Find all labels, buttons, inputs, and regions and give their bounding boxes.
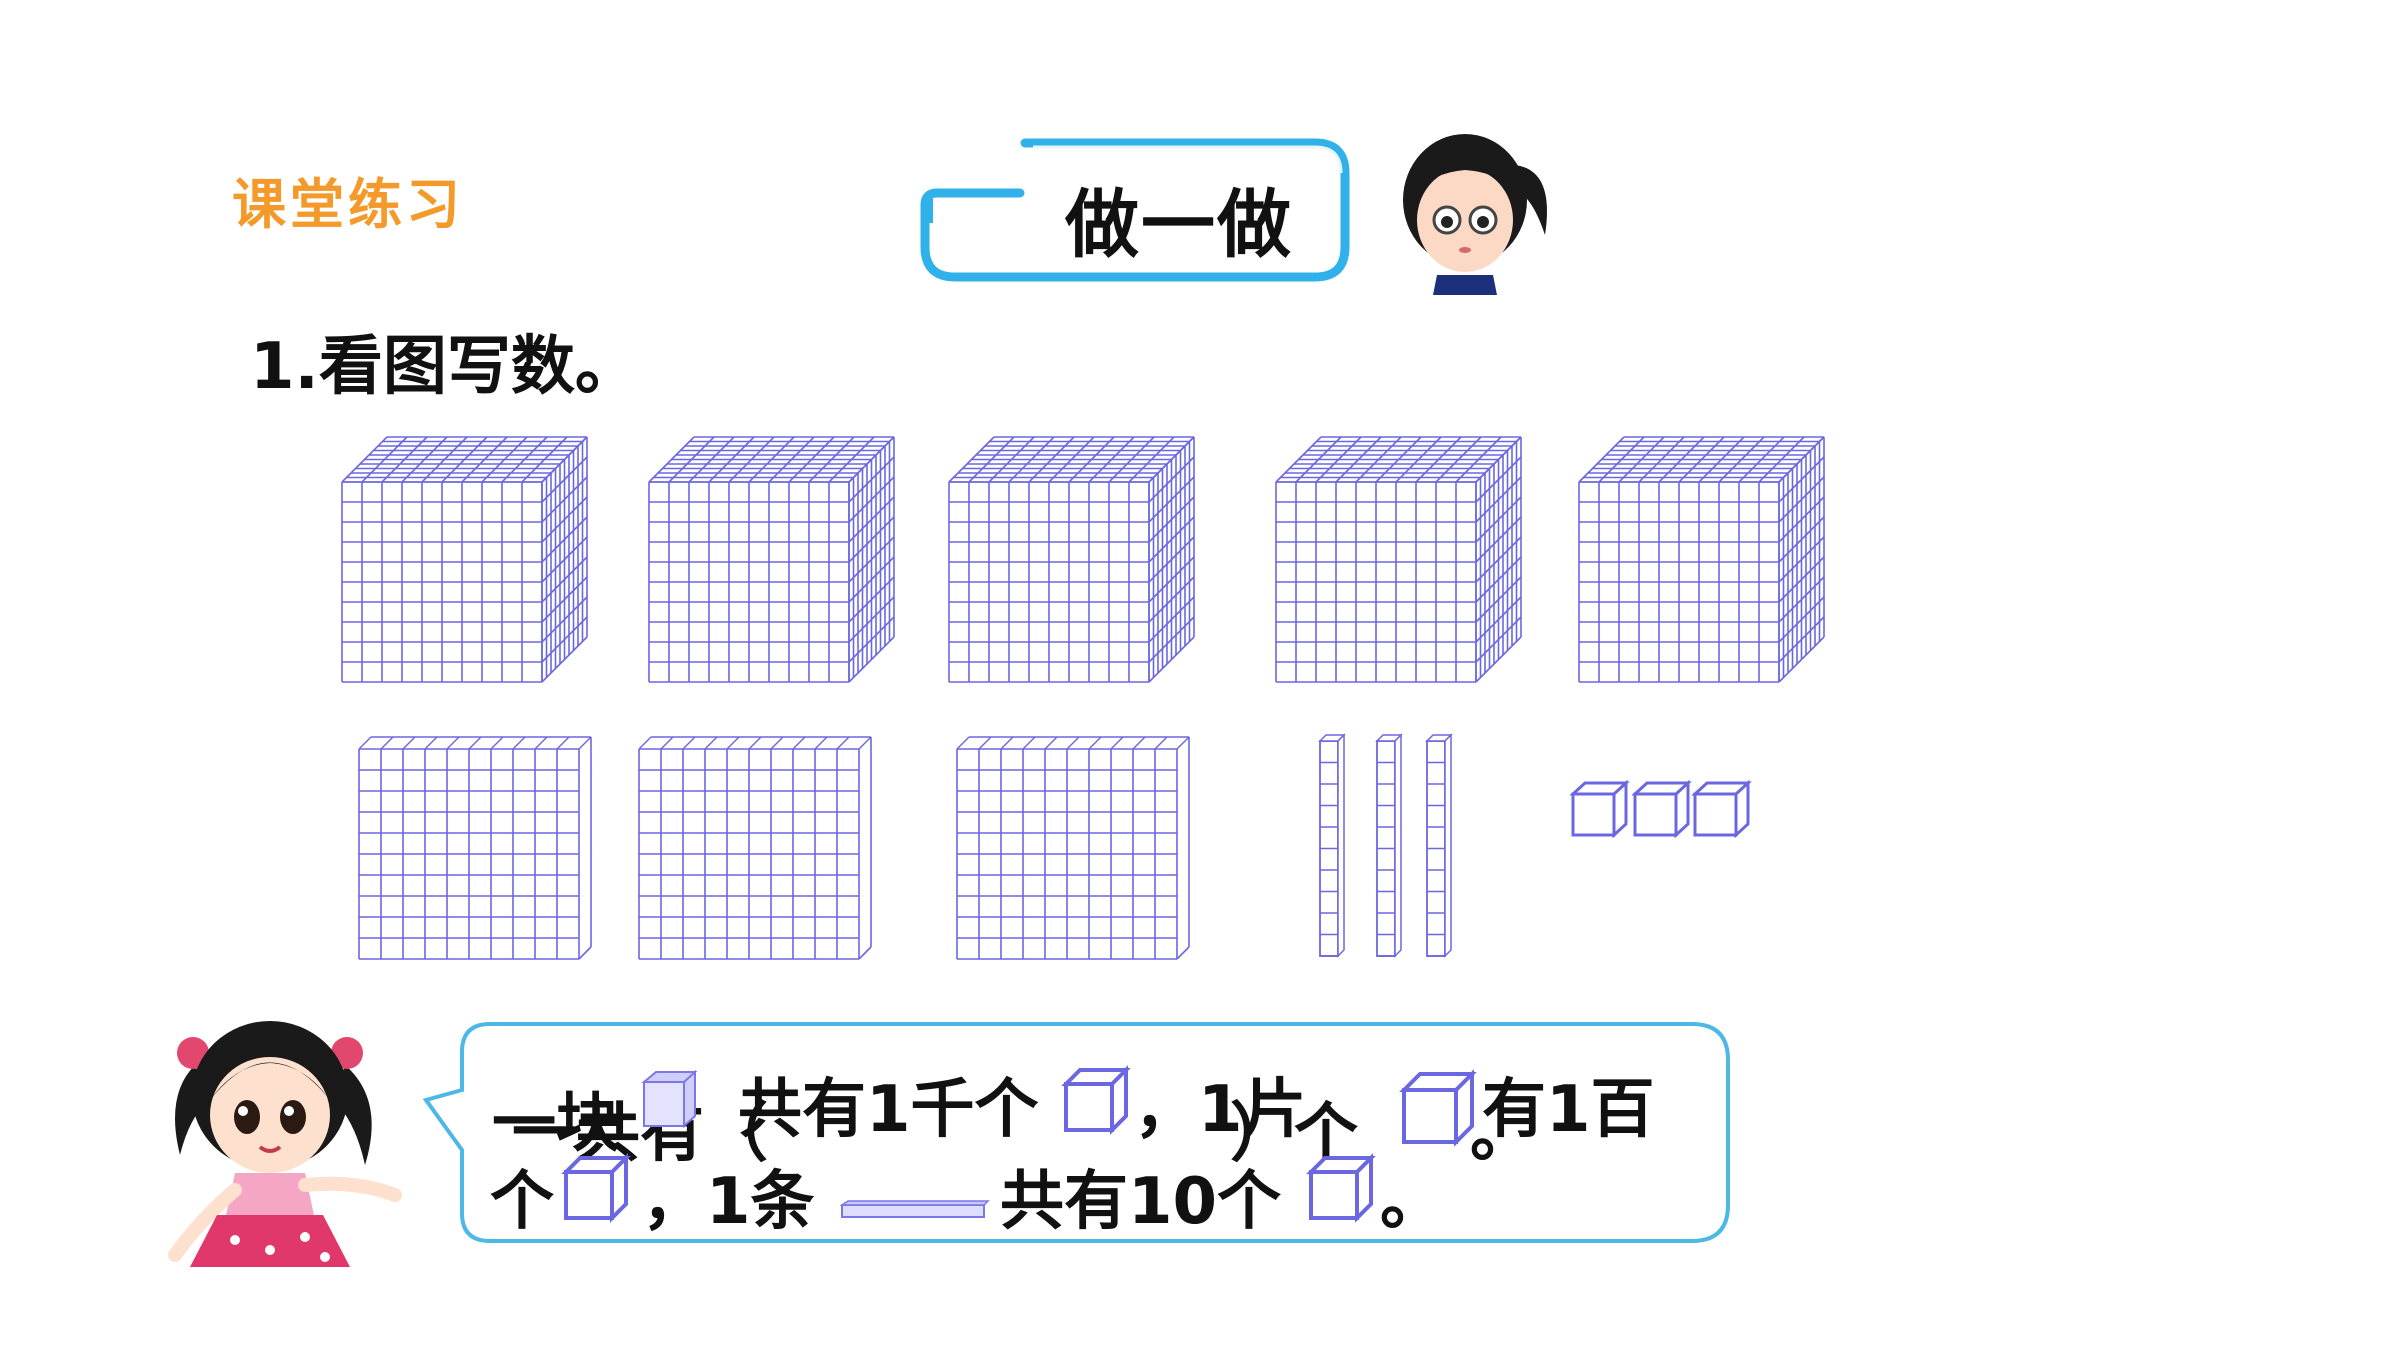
girl-avatar-top: [1385, 125, 1560, 295]
banner-frame-icon: [920, 138, 1350, 282]
unit-cube-block: [1691, 779, 1754, 839]
ten-rod-block: [1425, 733, 1455, 963]
thousand-cube-block: [340, 435, 605, 695]
thousand-cube-block: [947, 435, 1212, 695]
unit-cube-block: [1631, 779, 1694, 839]
speech-line1-text: 一共有（: [512, 1097, 768, 1171]
speech-line1-a: 共有1千个: [738, 1073, 1039, 1147]
section-label: 课堂练习: [232, 173, 464, 236]
activity-banner: 做一做: [915, 135, 1355, 285]
unit-cube-icon-1: [1060, 1060, 1132, 1136]
thousand-cube-block: [1577, 435, 1842, 695]
speech-line2-c: 共有10个: [1000, 1165, 1282, 1239]
unit-cube-icon-2: [1398, 1068, 1478, 1148]
hundred-flat-block: [955, 735, 1190, 965]
thousand-cube-block: [1274, 435, 1539, 695]
unit-cube-block: [1569, 779, 1632, 839]
girl-avatar-bottom: [155, 1005, 415, 1270]
speech-bubble-frame-icon: [422, 1022, 1730, 1243]
thousand-cube-mini-icon: [642, 1070, 697, 1129]
speech-line2-d: 。: [1380, 1165, 1444, 1239]
question-title: 1.看图写数。: [250, 330, 639, 404]
mini-cube-small: [642, 1060, 697, 1134]
speech-line1-d: 。: [1470, 1097, 1534, 1171]
speech-line2-a: 个: [490, 1165, 554, 1239]
speech-line1-lead: 一块: [492, 1087, 620, 1161]
ten-rod-mini: [840, 1170, 990, 1244]
speech-line1-lead-b: 一共有（: [512, 1082, 768, 1174]
hundred-flat-block: [357, 735, 592, 965]
thousand-cube-block: [647, 435, 912, 695]
speech-line2-b: ，1条: [642, 1165, 815, 1239]
speech-line1-b: ，1片: [1134, 1073, 1307, 1147]
banner-title: 做一做: [1065, 182, 1293, 268]
ten-rod-block: [1375, 733, 1405, 963]
speech-line1-e: 有1百: [1482, 1073, 1655, 1147]
ten-rod-mini-icon: [840, 1200, 990, 1219]
unit-cube-icon-3: [560, 1148, 632, 1224]
unit-cube-icon-4: [1305, 1148, 1377, 1224]
ten-rod-block: [1318, 733, 1348, 963]
speech-bubble: 一块 一共有（ 共有1千个 ，1片 ）个 。 有1百 个 ，1条: [420, 1020, 1732, 1245]
hundred-flat-block: [637, 735, 872, 965]
